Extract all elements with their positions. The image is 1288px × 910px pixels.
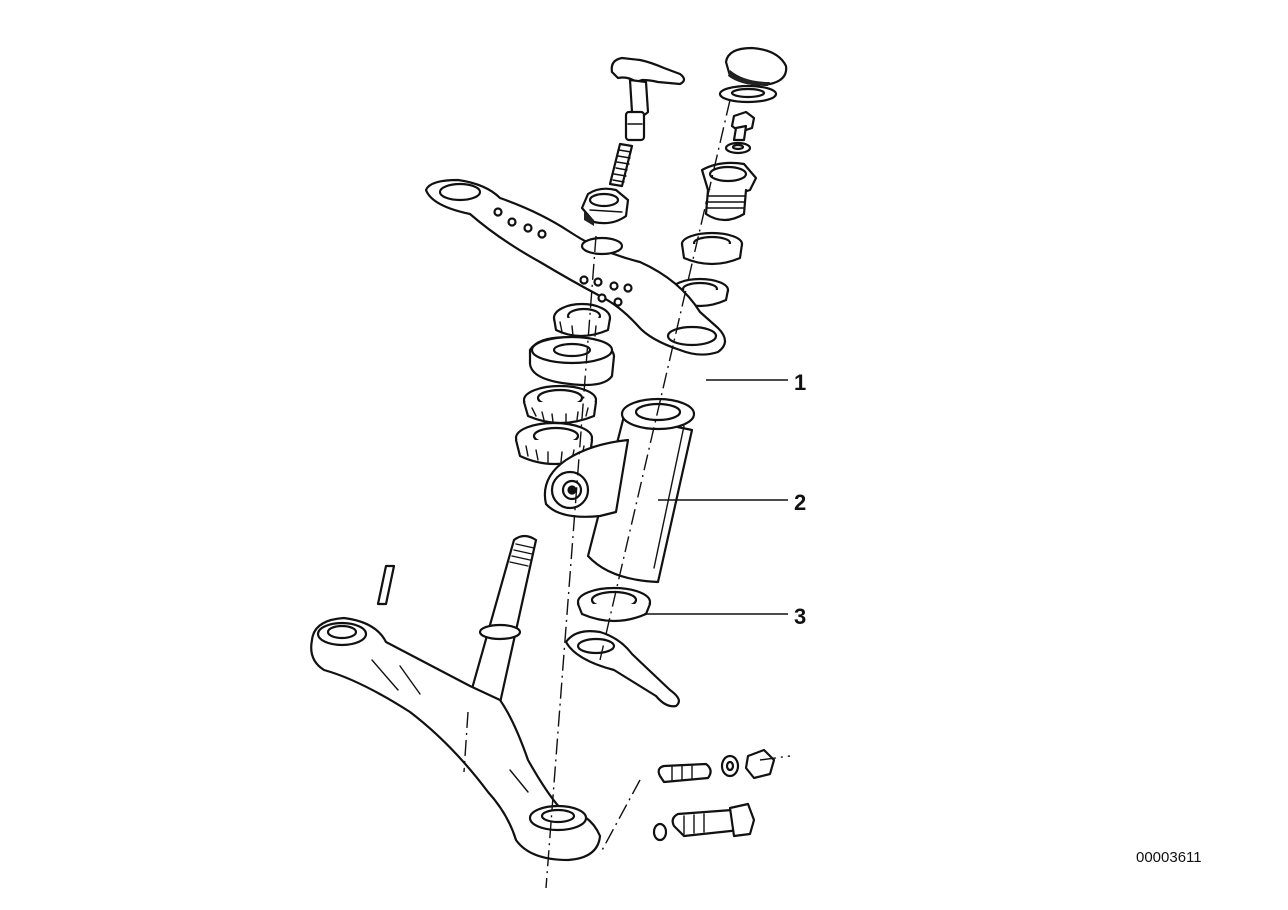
clamp-nut (744, 748, 776, 780)
clamp-stud (657, 762, 712, 784)
adjusting-ring (552, 302, 612, 338)
lower-fork-bridge (310, 616, 602, 862)
upper-bushing-ring (680, 231, 744, 266)
dust-seal (528, 335, 616, 387)
lower-cup-ring (576, 586, 652, 623)
callout-3: 3 (644, 604, 806, 629)
assembly-center-lines (463, 99, 791, 889)
lower-roller-bearing (514, 421, 594, 466)
flat-washer (718, 84, 778, 104)
upper-fork-bridge (424, 178, 727, 356)
small-pin (376, 564, 396, 606)
damper-threaded-rod (608, 142, 634, 188)
callout-1: 1 (706, 370, 806, 395)
clamp-lock-washer (652, 822, 668, 842)
callout-label-3: 3 (794, 604, 806, 629)
small-bolt (730, 110, 756, 142)
threaded-plug (700, 161, 758, 222)
callout-label-2: 2 (794, 490, 806, 515)
dome-cap (724, 46, 788, 86)
drawing-reference-number: 00003611 (1136, 849, 1202, 866)
clamp-bolt (671, 802, 756, 838)
upper-roller-bearing (522, 384, 598, 425)
steering-damper-housing (543, 397, 696, 584)
clamp-washer (720, 754, 740, 778)
spring-washer (724, 141, 752, 155)
stem-nut (580, 187, 630, 226)
steering-damper-knob (610, 56, 686, 142)
adjuster-lever (564, 630, 680, 708)
callout-label-1: 1 (794, 370, 806, 395)
callout-2: 2 (658, 490, 806, 515)
